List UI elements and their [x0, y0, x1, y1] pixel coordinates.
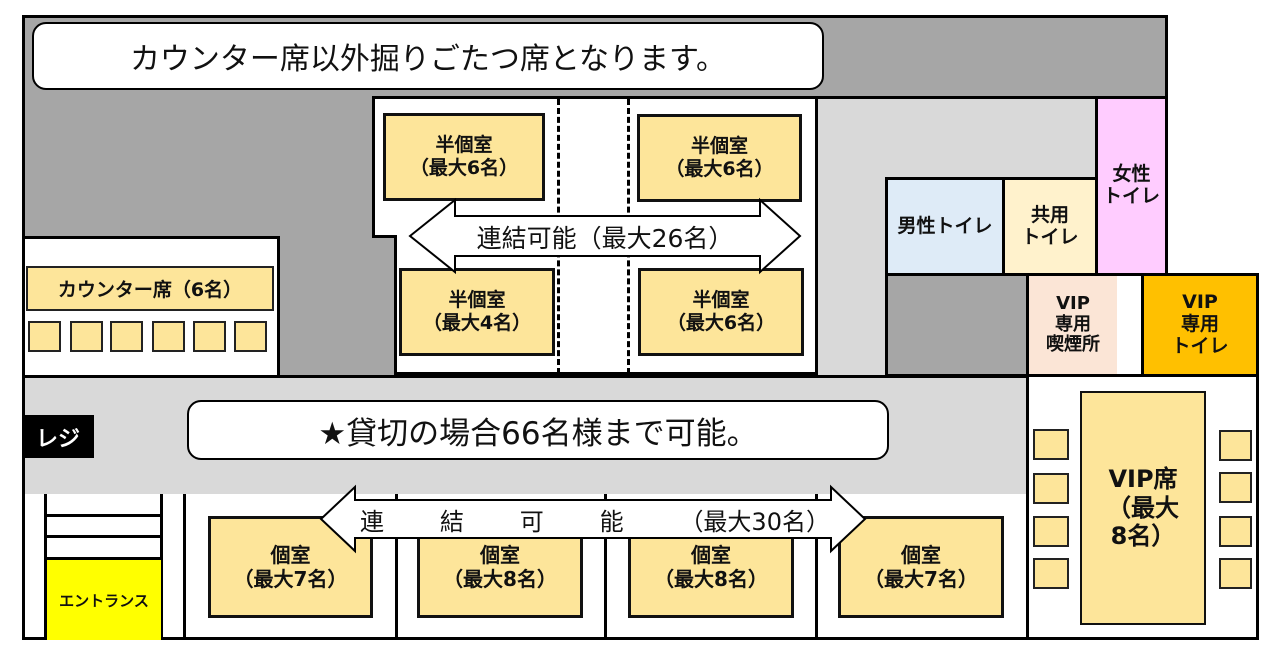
semi-private-link-label: 連結可能（最大26名）: [476, 224, 734, 253]
vip-seat[interactable]: [1219, 516, 1252, 547]
notice-banner-charter: ★貸切の場合66名様まで可能。: [187, 400, 889, 460]
semi-private-room-3[interactable]: 半個室 （最大4名）: [399, 268, 555, 356]
vip-gap: [1117, 273, 1144, 377]
vip-dark-area: [885, 273, 1029, 377]
entrance-column-wall: [160, 494, 163, 640]
entrance-column-wall: [44, 494, 47, 640]
link-char: （最大30名）: [679, 507, 830, 536]
register-label: レジ: [22, 415, 94, 458]
notice-banner-top: カウンター席以外掘りごたつ席となります。: [32, 22, 824, 90]
vip-seat[interactable]: [1219, 472, 1252, 503]
double-arrow-shape: [319, 484, 867, 554]
shared-restroom[interactable]: 共用 トイレ: [1002, 177, 1098, 276]
vip-seat[interactable]: [1033, 516, 1069, 547]
link-char: 連: [360, 507, 384, 536]
counter-label: カウンター席（6名）: [26, 266, 274, 311]
semi-private-notch: [372, 235, 397, 378]
vip-restroom[interactable]: VIP 専用 トイレ: [1141, 273, 1259, 377]
title-text: カウンター席以外掘りごたつ席となります。: [129, 42, 727, 77]
counter-seat[interactable]: [234, 321, 267, 352]
link-char: 可: [519, 507, 544, 536]
vip-smoking-room[interactable]: VIP 専用 喫煙所: [1026, 273, 1120, 377]
counter-seat[interactable]: [70, 321, 103, 352]
counter-seats: [28, 321, 276, 353]
room-wall: [604, 494, 607, 640]
private-link-label: 連 結 可 能 （最大30名）: [360, 502, 830, 536]
vip-seat[interactable]: [1033, 473, 1069, 504]
vip-table[interactable]: VIP席 （最大 8名）: [1080, 391, 1206, 625]
counter-seat[interactable]: [110, 321, 143, 352]
semi-private-bottom-wall: [394, 372, 818, 375]
womens-restroom[interactable]: 女性 トイレ: [1095, 96, 1168, 276]
link-arrow-semi-private: [408, 197, 802, 275]
room-wall: [395, 494, 398, 640]
double-arrow-shape: [408, 197, 802, 275]
room-wall: [183, 494, 186, 640]
semi-private-room-2[interactable]: 半個室 （最大6名）: [637, 114, 802, 202]
vip-seat[interactable]: [1219, 430, 1252, 461]
entrance[interactable]: エントランス: [47, 557, 161, 640]
semi-private-room-1[interactable]: 半個室 （最大6名）: [383, 113, 545, 201]
stair-step: [46, 514, 161, 517]
link-arrow-private: [319, 484, 867, 554]
semi-private-room-4[interactable]: 半個室 （最大6名）: [638, 268, 804, 356]
vip-seat[interactable]: [1033, 429, 1069, 460]
stair-step: [46, 535, 161, 538]
link-char: 結: [439, 507, 464, 536]
link-char: 能: [599, 507, 624, 536]
counter-seat[interactable]: [28, 321, 61, 352]
left-floor-area: [22, 96, 374, 238]
vip-seat[interactable]: [1033, 558, 1069, 589]
private-room-4[interactable]: 個室 （最大7名）: [838, 516, 1004, 618]
counter-seat[interactable]: [193, 321, 226, 352]
room-wall: [815, 494, 818, 640]
vip-seat[interactable]: [1219, 558, 1252, 589]
private-room-1[interactable]: 個室 （最大7名）: [208, 516, 373, 618]
mens-restroom[interactable]: 男性トイレ: [885, 177, 1005, 276]
counter-seat[interactable]: [152, 321, 185, 352]
